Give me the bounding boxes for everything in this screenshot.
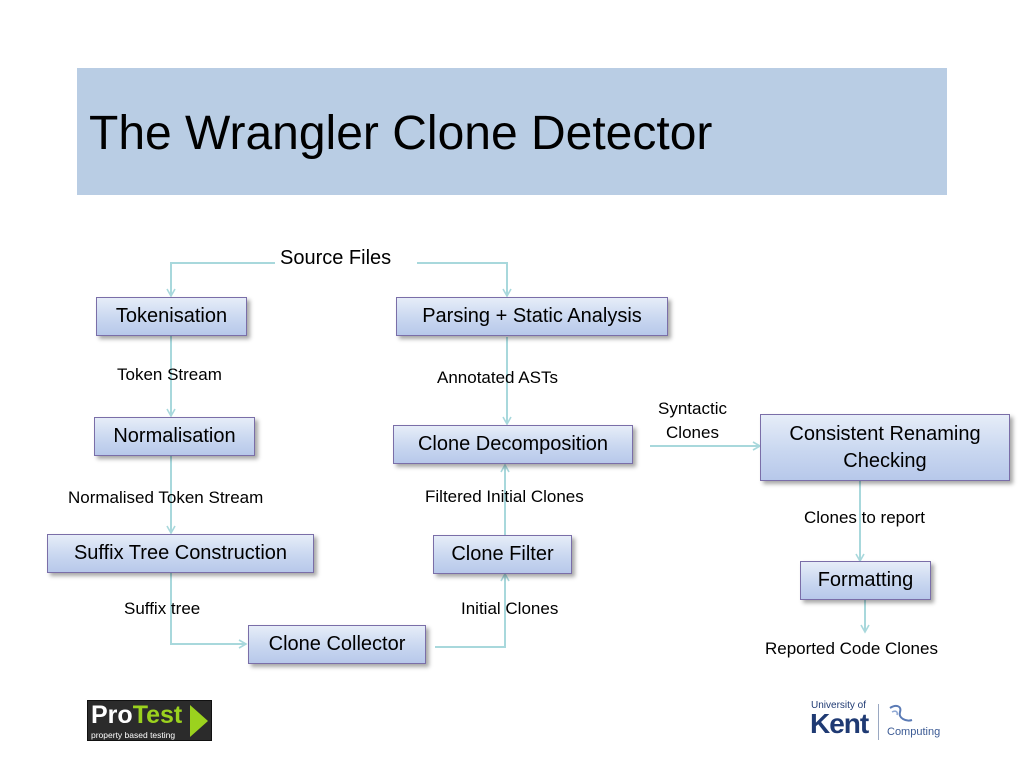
consistent-renaming-label-line2: Checking bbox=[843, 449, 927, 472]
arrow-suffix-tree-to-collector bbox=[170, 573, 248, 649]
clone-collector-box: Clone Collector bbox=[248, 625, 426, 664]
title-band: The Wrangler Clone Detector bbox=[77, 68, 947, 195]
clone-filter-box: Clone Filter bbox=[433, 535, 572, 574]
arrow-collector-to-filter bbox=[435, 572, 510, 648]
reported-code-clones-label: Reported Code Clones bbox=[765, 639, 938, 658]
parsing-static-analysis-box: Parsing + Static Analysis bbox=[396, 297, 668, 336]
formatting-label: Formatting bbox=[817, 569, 914, 591]
filtered-initial-clones-label: Filtered Initial Clones bbox=[425, 487, 584, 506]
arrow-source-to-tokenisation bbox=[166, 262, 275, 298]
kent-logo-university-of: University of bbox=[811, 700, 867, 711]
clone-decomposition-label: Clone Decomposition bbox=[417, 433, 609, 455]
syntactic-clones-label: Syntactic Clones bbox=[658, 397, 727, 445]
protest-arrow-icon bbox=[190, 705, 208, 737]
protest-logo: ProTest property based testing bbox=[87, 700, 212, 741]
clone-decomposition-box: Clone Decomposition bbox=[393, 425, 633, 464]
kent-swoosh-icon bbox=[889, 704, 913, 722]
kent-logo-department: Computing bbox=[887, 726, 941, 738]
normalisation-label: Normalisation bbox=[113, 425, 236, 447]
normalised-token-stream-label: Normalised Token Stream bbox=[68, 488, 264, 507]
suffix-tree-construction-box: Suffix Tree Construction bbox=[47, 534, 314, 573]
normalisation-box: Normalisation bbox=[94, 417, 255, 456]
suffix-tree-construction-label: Suffix Tree Construction bbox=[73, 542, 288, 564]
protest-logo-tagline: property based testing bbox=[91, 730, 176, 740]
formatting-box: Formatting bbox=[800, 561, 931, 600]
tokenisation-label: Tokenisation bbox=[115, 305, 228, 327]
consistent-renaming-box: Consistent Renaming Checking bbox=[760, 414, 1010, 481]
clone-collector-label: Clone Collector bbox=[268, 633, 406, 655]
annotated-asts-label: Annotated ASTs bbox=[437, 368, 558, 387]
consistent-renaming-label-line1: Consistent Renaming bbox=[789, 422, 981, 445]
kent-logo-divider bbox=[878, 704, 879, 740]
university-of-kent-logo: University of Kent Computing bbox=[810, 700, 950, 744]
initial-clones-label: Initial Clones bbox=[461, 599, 559, 618]
slide-title: The Wrangler Clone Detector bbox=[89, 107, 713, 160]
protest-logo-test: Test bbox=[132, 701, 183, 729]
protest-logo-pro: Pro bbox=[91, 701, 133, 729]
parsing-label: Parsing + Static Analysis bbox=[422, 305, 642, 327]
tokenisation-box: Tokenisation bbox=[96, 297, 247, 336]
kent-logo-name: Kent bbox=[810, 708, 869, 739]
clone-filter-label: Clone Filter bbox=[451, 543, 554, 565]
token-stream-label: Token Stream bbox=[117, 365, 222, 384]
syntactic-clones-line1: Syntactic bbox=[658, 399, 727, 418]
arrow-source-to-parsing bbox=[417, 262, 512, 298]
suffix-tree-label: Suffix tree bbox=[124, 599, 201, 618]
source-files-label: Source Files bbox=[280, 247, 392, 269]
syntactic-clones-line2: Clones bbox=[666, 423, 719, 442]
clones-to-report-label: Clones to report bbox=[804, 508, 925, 527]
